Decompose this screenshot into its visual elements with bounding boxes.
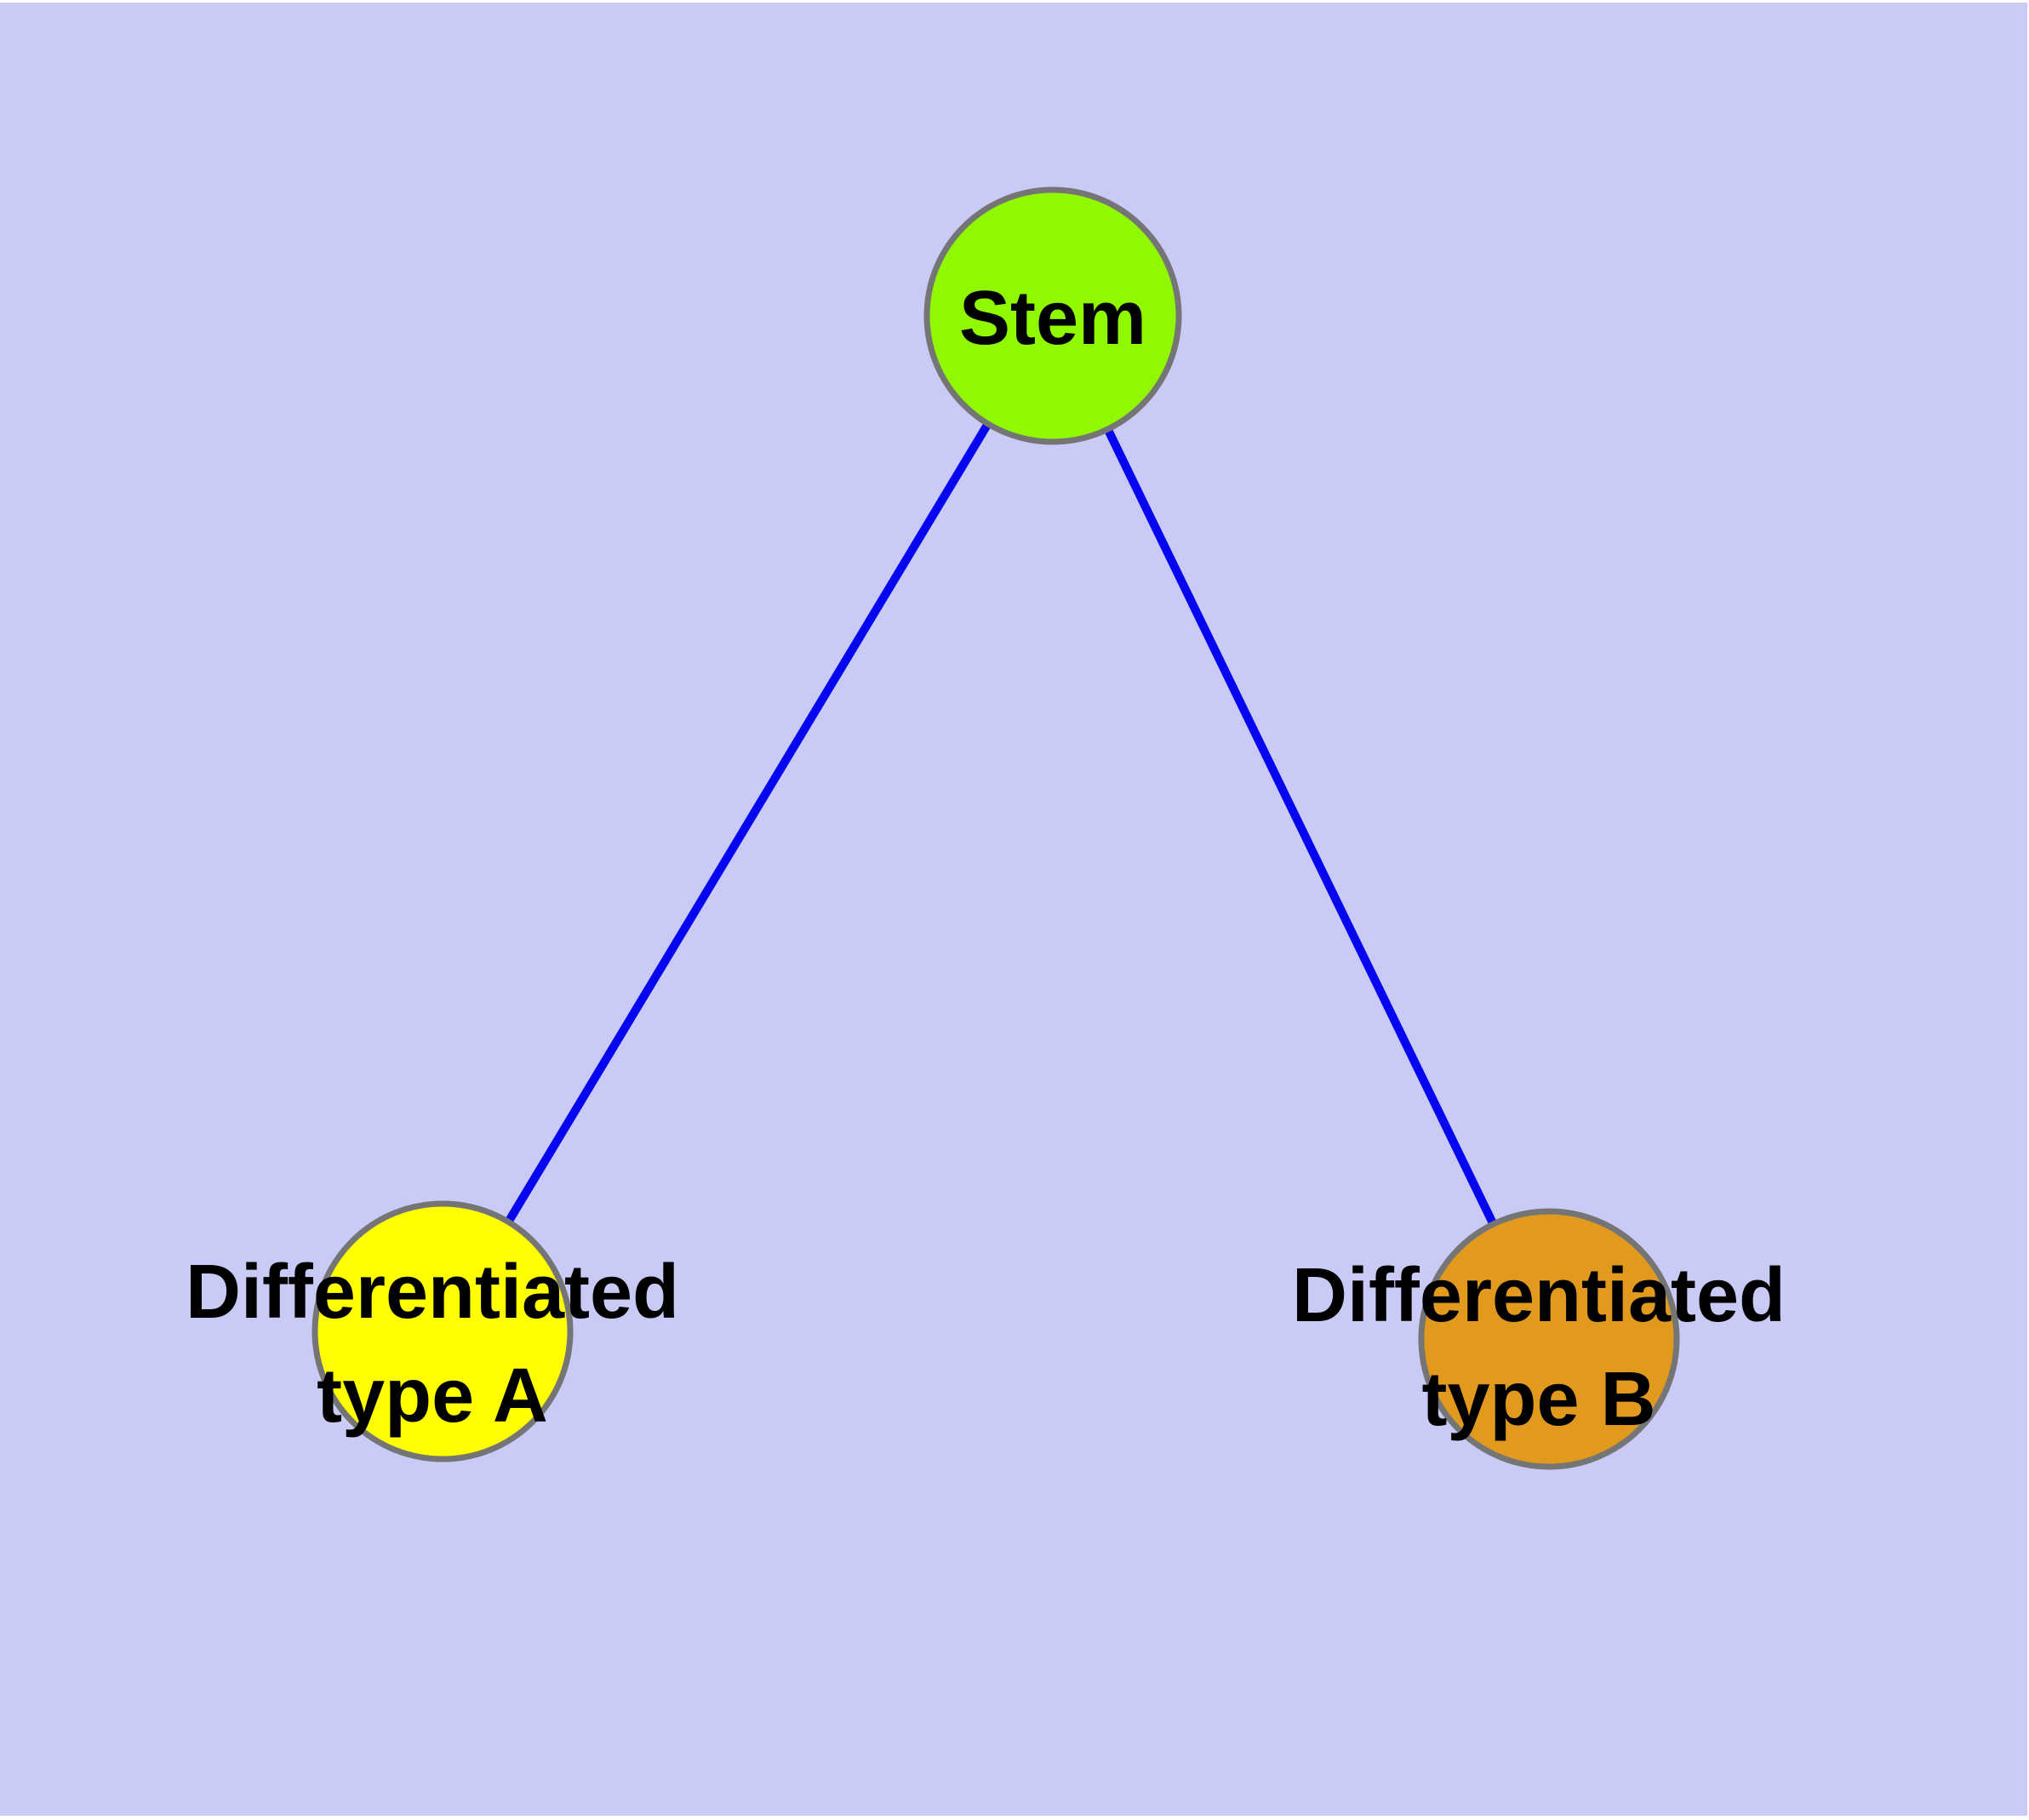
- edge-group: [438, 313, 1553, 1342]
- node-type-b: Differentiated type B: [1292, 1208, 1786, 1470]
- node-type-a-label-line1: Differentiated: [186, 1250, 679, 1335]
- node-type-a-circle: [311, 1200, 574, 1462]
- node-type-a: Differentiated type A: [186, 1200, 679, 1462]
- node-type-b-label-line2: type B: [1421, 1357, 1655, 1442]
- node-type-a-label-line2: type A: [317, 1354, 548, 1439]
- node-type-b-circle: [1418, 1208, 1680, 1470]
- node-stem-circle: [923, 186, 1182, 445]
- node-stem-label: Stem: [959, 276, 1146, 361]
- edge-stem-to-type-b: [1049, 313, 1553, 1342]
- node-type-b-label-line1: Differentiated: [1292, 1253, 1786, 1338]
- node-stem: Stem: [923, 186, 1182, 445]
- edge-stem-to-type-a: [438, 313, 1057, 1334]
